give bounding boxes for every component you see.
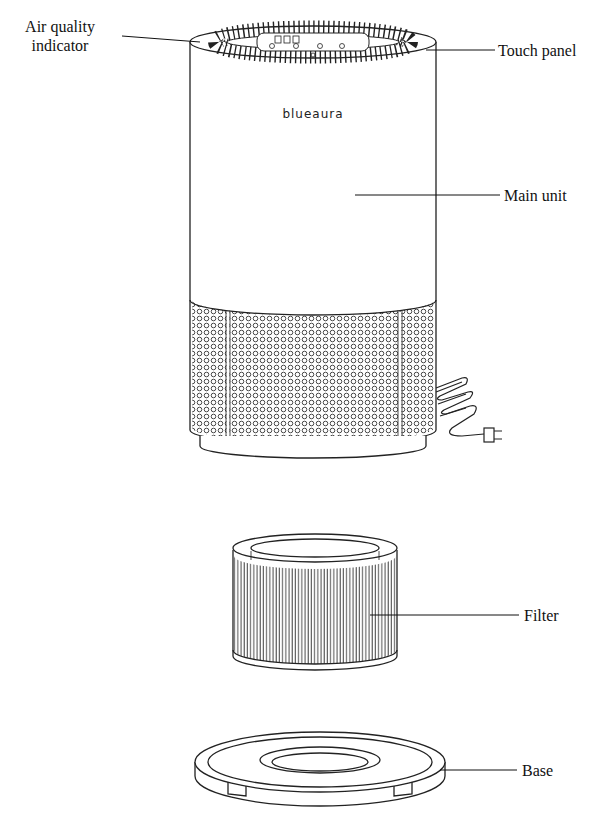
leader-line [370, 615, 519, 616]
leader-lines [122, 36, 519, 770]
touch-panel-face [257, 33, 369, 51]
part-label: Touch panel [498, 41, 590, 60]
part-label: Main unit [504, 186, 590, 205]
part-label: Air quality indicator [0, 17, 120, 55]
base-drawing [195, 732, 445, 806]
unit-body [190, 42, 436, 444]
air-outlet-vents [217, 30, 409, 55]
leader-line [122, 36, 200, 42]
top-rim [190, 26, 436, 58]
leader-line [355, 195, 500, 196]
part-label: Filter [524, 606, 590, 625]
filter-drawing [233, 534, 397, 670]
grill-divider [226, 311, 402, 441]
leader-line [426, 50, 495, 51]
power-cord [436, 378, 502, 442]
unit-plinth [200, 436, 426, 458]
main-unit-drawing [190, 26, 436, 458]
brand-logo: blueaura [253, 107, 373, 121]
leader-line [440, 770, 517, 771]
part-label: Base [522, 761, 590, 780]
